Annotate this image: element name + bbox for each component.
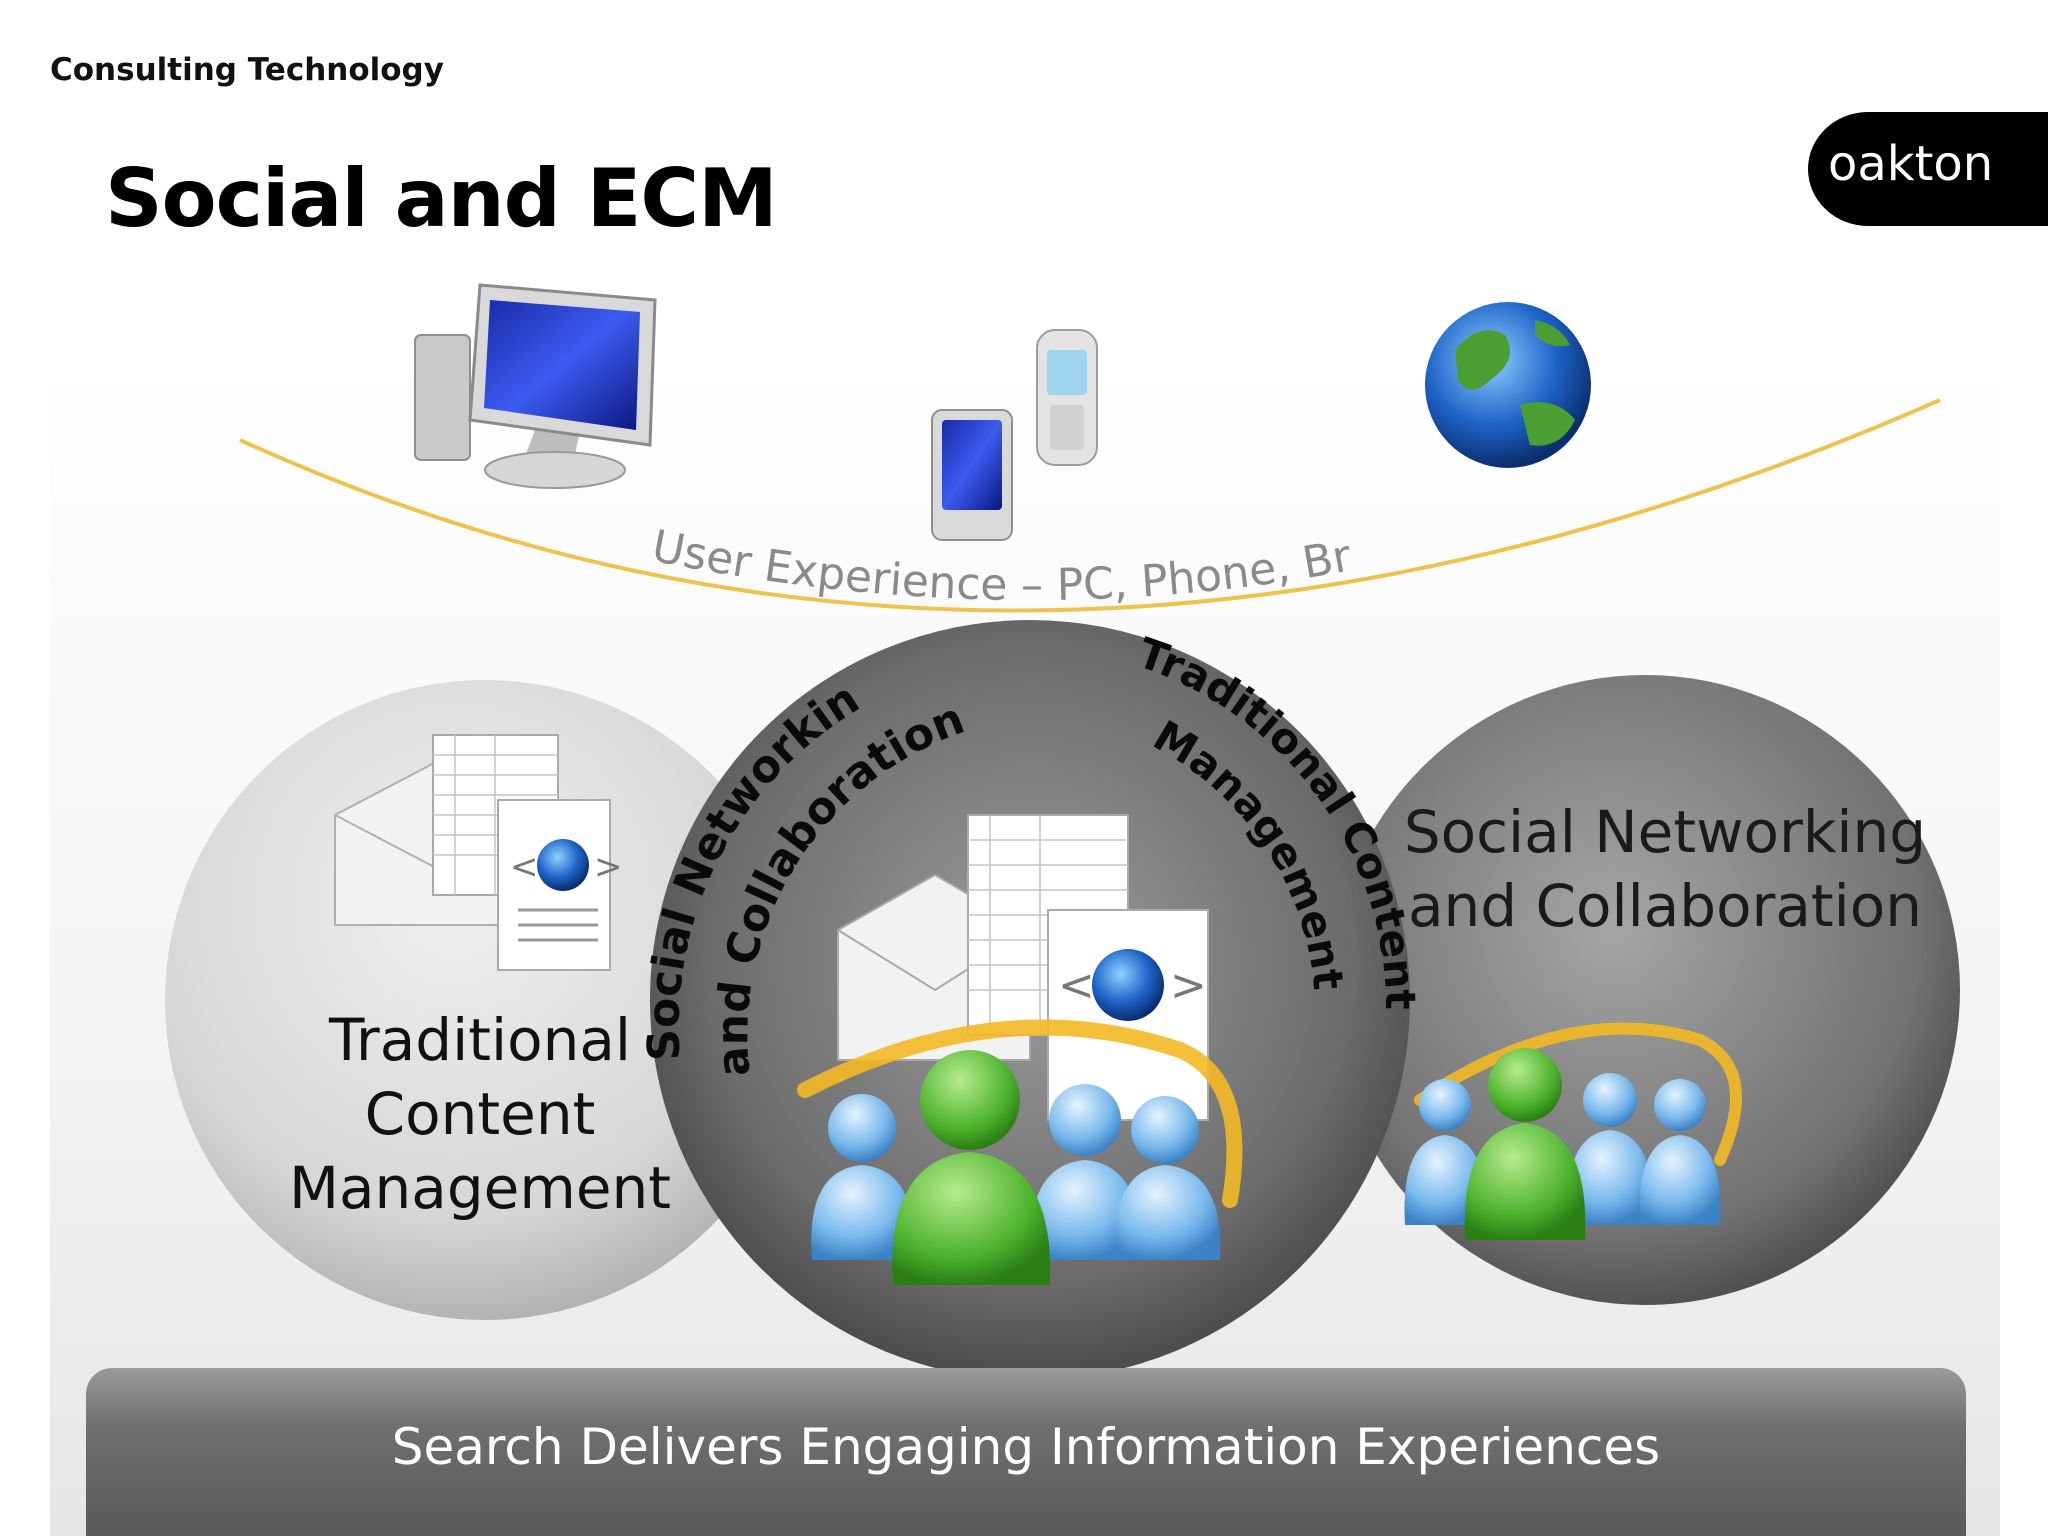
globe-icon bbox=[1425, 302, 1591, 468]
center-documents-icon: < > bbox=[837, 814, 1209, 1121]
page-title: Social and ECM bbox=[105, 152, 778, 245]
search-bar-banner bbox=[86, 1368, 1966, 1536]
svg-text:>: > bbox=[594, 847, 623, 887]
section-header: Consulting Technology bbox=[50, 52, 444, 88]
logo-text: oakton bbox=[1828, 136, 1994, 192]
right-circle-label: Social Networking and Collaboration bbox=[1403, 798, 1927, 940]
desktop-computer-icon bbox=[414, 283, 657, 489]
center-people-group-icon bbox=[811, 1050, 1221, 1285]
right-people-group-icon bbox=[1404, 1048, 1721, 1240]
left-circle-label: Traditional Content Management bbox=[288, 1006, 672, 1222]
left-documents-icon: < > bbox=[334, 734, 623, 971]
svg-text:<: < bbox=[510, 847, 539, 887]
mobile-phones-icon bbox=[931, 329, 1098, 541]
search-banner-label: Search Delivers Engaging Information Exp… bbox=[391, 1418, 1661, 1476]
svg-text:<: < bbox=[1058, 960, 1095, 1011]
svg-text:>: > bbox=[1170, 960, 1207, 1011]
right-gold-halo bbox=[1414, 1022, 1742, 1166]
center-gold-halo bbox=[797, 1019, 1243, 1208]
logo-badge bbox=[1808, 112, 2048, 226]
user-experience-arc bbox=[239, 398, 1941, 613]
left-circle bbox=[165, 680, 805, 1320]
